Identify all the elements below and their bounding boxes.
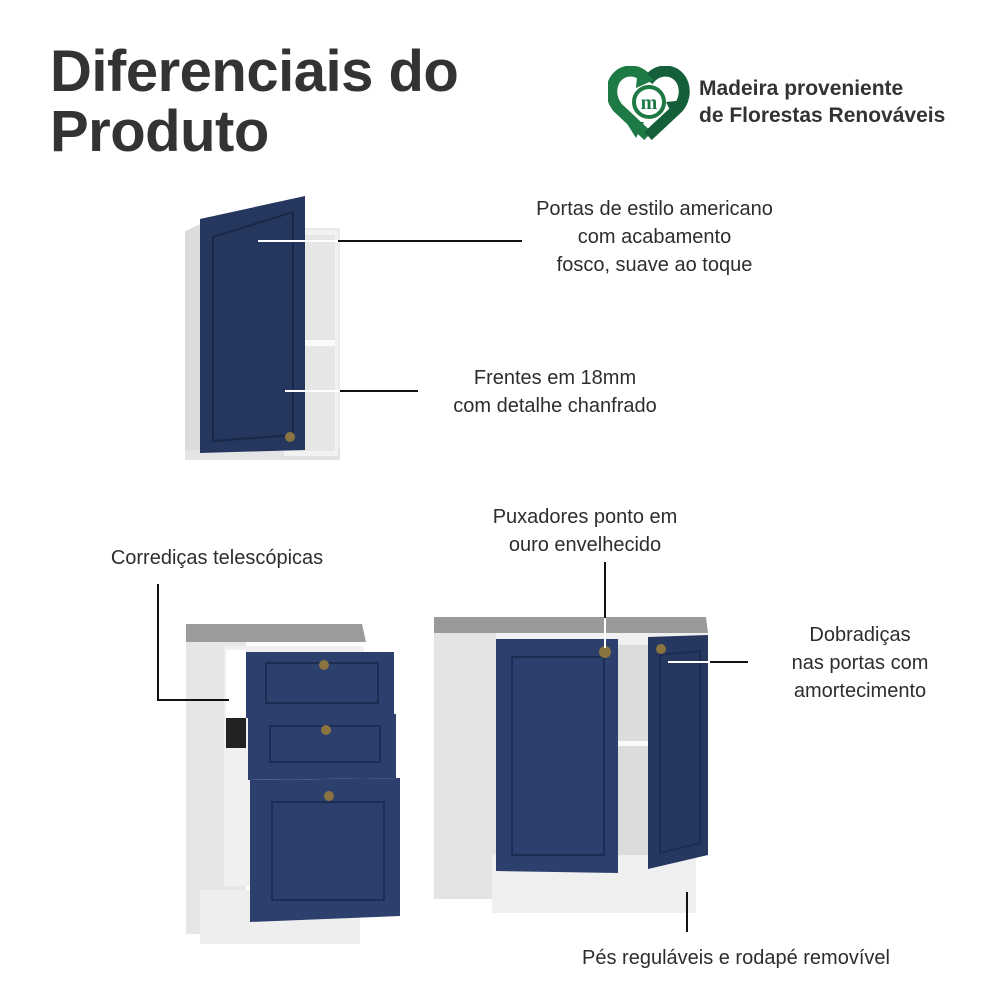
- leader-line-portas-inner: [258, 240, 338, 242]
- leader-line-puxadores-inner: [604, 618, 606, 648]
- base-cabinet-image: [432, 615, 712, 920]
- leader-line-frentes-inner: [285, 390, 340, 392]
- svg-text:m: m: [641, 92, 658, 114]
- title-line-2: Produto: [50, 99, 269, 164]
- leader-line-dobradicas: [710, 661, 748, 663]
- recycle-heart-m-icon: m: [608, 66, 690, 140]
- leader-line-puxadores: [604, 562, 606, 618]
- badge-text: Madeira proveniente de Florestas Renováv…: [699, 75, 945, 129]
- feature-corredicas-telescopicas: Corrediças telescópicas: [110, 547, 324, 569]
- page-title: Diferenciais do Produto: [50, 39, 459, 164]
- leader-line-pes: [686, 892, 688, 932]
- feature-puxadores: Puxadores ponto em ouro envelhecido: [492, 506, 678, 556]
- feature-dobradicas: Dobradiças nas portas com amortecimento: [791, 624, 929, 702]
- leader-line-frentes: [340, 390, 418, 392]
- title-line-1: Diferenciais do: [50, 39, 459, 104]
- drawer-cabinet-image: [184, 620, 404, 950]
- leader-line-corredicas-vertical: [157, 584, 159, 700]
- leader-line-corredicas-horizontal: [157, 699, 229, 701]
- wall-cabinet-image: [183, 195, 343, 465]
- feature-portas-estilo-americano: Portas de estilo americano com acabament…: [536, 198, 773, 276]
- feature-pes-regulaveis: Pés reguláveis e rodapé removível: [582, 947, 890, 969]
- leader-line-portas: [338, 240, 522, 242]
- feature-frentes-18mm: Frentes em 18mm com detalhe chanfrado: [453, 367, 657, 417]
- badge-line-1: Madeira proveniente: [699, 77, 904, 100]
- leader-line-dobradicas-inner: [668, 661, 710, 663]
- sustainability-badge: m Madeira proveniente de Florestas Renov…: [608, 66, 988, 140]
- badge-line-2: de Florestas Renováveis: [699, 104, 946, 127]
